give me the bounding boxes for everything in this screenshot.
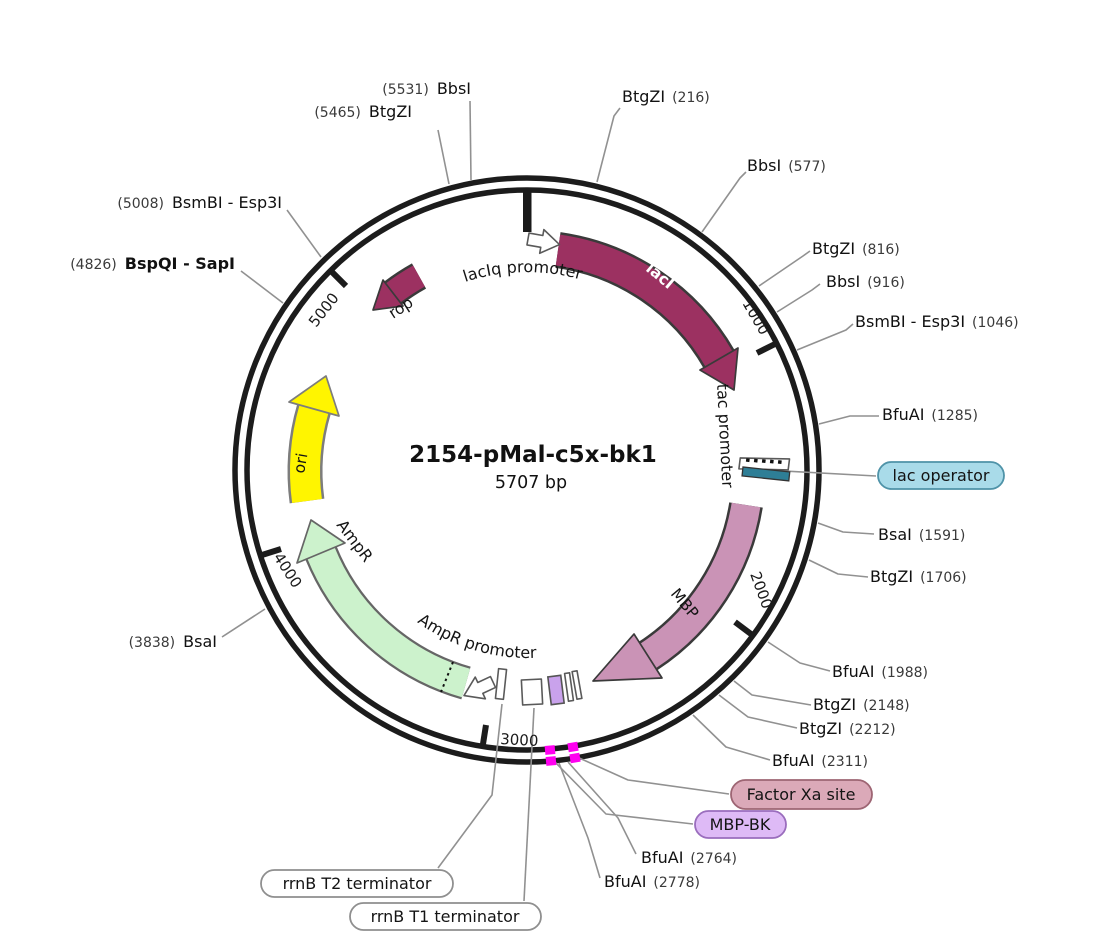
- ori-label[interactable]: ori: [290, 452, 311, 475]
- enzyme-label-bfuai-1285[interactable]: BfuAI(1285): [882, 405, 978, 424]
- leader-btgzi-2212: [718, 694, 798, 729]
- backbone-outer-circle: [232, 175, 822, 765]
- pill-rrnb-t2-terminator[interactable]: rrnB T2 terminator: [260, 869, 454, 898]
- origin-tick: [523, 190, 532, 232]
- feature-mbp-bk-site-marks[interactable]: [544, 745, 557, 766]
- feature-tac-promoter-box[interactable]: [738, 453, 791, 475]
- enzyme-label-bspqi-4826[interactable]: (4826)BspQI - SapI: [70, 254, 235, 273]
- feature-ampr-promoter-arrow[interactable]: [459, 671, 498, 706]
- leader-bbsi-5531: [469, 100, 472, 181]
- svg-text:Factor Xa site: Factor Xa site: [747, 785, 856, 804]
- svg-text:rrnB T2 terminator: rrnB T2 terminator: [283, 874, 432, 893]
- leader-btgzi-816: [758, 250, 811, 287]
- tac-promoter-label[interactable]: tac promoter: [713, 383, 737, 488]
- leader-bsai-1591: [817, 522, 875, 535]
- enzyme-label-bfuai-2311[interactable]: BfuAI(2311): [772, 751, 868, 770]
- pill-rrnb-t1-terminator[interactable]: rrnB T1 terminator: [349, 902, 542, 931]
- leader-factor-xa: [576, 756, 730, 795]
- enzyme-label-btgzi-5465[interactable]: (5465)BtgZI: [314, 102, 412, 121]
- feature-rrnb-t2-terminator-bar[interactable]: [494, 667, 508, 701]
- leader-bsai-3838: [221, 608, 266, 638]
- pill-lac-operator[interactable]: lac operator: [877, 461, 1005, 490]
- enzyme-label-btgzi-2148[interactable]: BtgZI(2148): [813, 695, 910, 714]
- leader-rrnb-t2: [437, 703, 503, 869]
- enzyme-label-btgzi-216[interactable]: BtgZI(216): [622, 87, 710, 106]
- enzyme-label-bfuai-2764[interactable]: BfuAI(2764): [641, 848, 737, 867]
- tick-2000: [733, 619, 753, 637]
- leader-btgzi-2148: [733, 680, 812, 706]
- feature-laciq-promoter-arrow[interactable]: [526, 227, 562, 256]
- leader-bfuai-2311: [692, 714, 771, 761]
- tick-1000: [755, 341, 777, 356]
- enzyme-label-bfuai-1988[interactable]: BfuAI(1988): [832, 662, 928, 681]
- svg-text:MBP-BK: MBP-BK: [710, 815, 771, 834]
- leader-bfuai-2778: [558, 762, 601, 879]
- leader-bspqi-4826: [240, 270, 284, 304]
- tick-4000: [261, 546, 282, 558]
- tick-label-3000: 3000: [500, 730, 539, 750]
- feature-ori-arrow[interactable]: [287, 375, 340, 504]
- svg-text:rrnB T1 terminator: rrnB T1 terminator: [371, 907, 520, 926]
- tick-5000: [329, 269, 349, 289]
- leader-btgzi-216: [596, 107, 621, 183]
- leader-mbp-bk: [551, 758, 694, 825]
- leader-rrnb-t1: [523, 707, 535, 902]
- pill-mbp-bk[interactable]: MBP-BK: [694, 810, 787, 839]
- feature-laci-arrow[interactable]: [555, 232, 739, 391]
- enzyme-label-bfuai-2778[interactable]: BfuAI(2778): [604, 872, 700, 891]
- feature-lac-operator-bar[interactable]: [741, 466, 791, 482]
- feature-factor-xa-site-marks[interactable]: [567, 741, 581, 764]
- enzyme-label-bsai-1591[interactable]: BsaI(1591): [878, 525, 965, 544]
- leader-bfuai-2764: [567, 761, 637, 855]
- feature-mbp-arrow[interactable]: [592, 502, 763, 682]
- feature-rop-arrow[interactable]: [372, 263, 427, 311]
- leader-lines: [221, 100, 879, 902]
- enzyme-label-bsmbi-5008[interactable]: (5008)BsmBI - Esp3I: [117, 193, 282, 212]
- leader-bfuai-1988: [767, 641, 831, 672]
- enzyme-label-btgzi-1706[interactable]: BtgZI(1706): [870, 567, 967, 586]
- feature-rrnb-t1-terminator-box[interactable]: [520, 678, 544, 706]
- tick-label-2000: 2000: [746, 569, 776, 611]
- enzyme-label-bsmbi-1046[interactable]: BsmBI - Esp3I(1046): [855, 312, 1019, 331]
- plasmid-size: 5707 bp: [495, 473, 567, 493]
- leader-bbsi-916: [776, 283, 821, 313]
- laciq-promoter-label[interactable]: lacIq promoter: [460, 257, 584, 286]
- feature-small-bar-2[interactable]: [571, 669, 583, 701]
- enzyme-label-bbsi-577[interactable]: BbsI(577): [747, 156, 826, 175]
- leader-bsmbi-1046: [796, 323, 854, 351]
- enzyme-label-bbsi-5531[interactable]: (5531)BbsI: [382, 79, 471, 98]
- enzyme-label-bsai-3838[interactable]: (3838)BsaI: [129, 632, 217, 651]
- leader-bfuai-1285: [818, 415, 879, 425]
- enzyme-label-bbsi-916[interactable]: BbsI(916): [826, 272, 905, 291]
- leader-btgzi-5465: [437, 129, 450, 185]
- feature-mbp-bk-box[interactable]: [546, 674, 566, 706]
- leader-btgzi-1706: [808, 559, 869, 578]
- plasmid-title: 2154-pMal-c5x-bk1: [409, 442, 657, 468]
- svg-text:lac operator: lac operator: [893, 466, 990, 485]
- leader-bbsi-577: [701, 171, 747, 233]
- feature-ampr-arrow[interactable]: [296, 519, 471, 700]
- leader-bsmbi-5008: [286, 209, 322, 258]
- pill-factor-xa-site[interactable]: Factor Xa site: [730, 779, 873, 810]
- enzyme-label-btgzi-2212[interactable]: BtgZI(2212): [799, 719, 896, 738]
- tick-3000: [480, 724, 489, 745]
- feature-small-bar-1[interactable]: [563, 671, 575, 703]
- enzyme-label-btgzi-816[interactable]: BtgZI(816): [812, 239, 900, 258]
